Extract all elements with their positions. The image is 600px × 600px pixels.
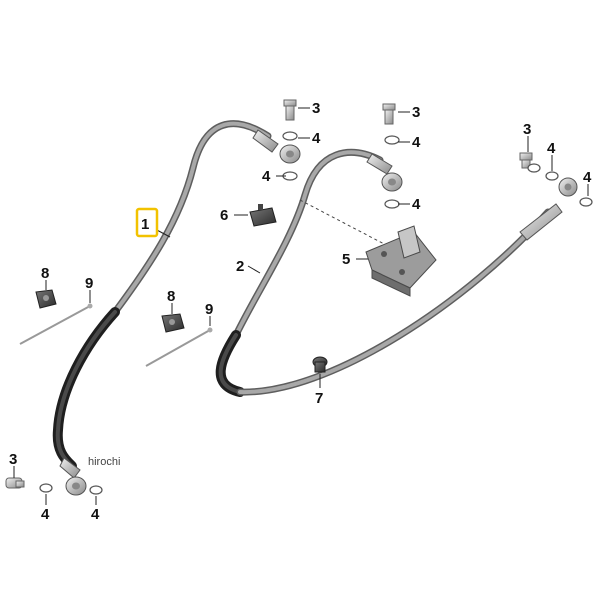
callout-9-mid: 9 [205,301,213,318]
cable-clip-mid [161,313,185,333]
cable-tie-left [19,303,93,345]
assembly-dash-line [299,199,389,247]
banjo-fitting-top-mid [381,172,403,192]
cable-clip-left [35,289,57,309]
hose-clip [249,204,277,227]
banjo-fitting-bottom-left [65,476,87,496]
banjo-fitting-right [558,177,578,197]
banjo-bolt-top-mid [382,103,396,125]
callout-3-top-mid: 3 [412,104,420,121]
callout-4-right-b: 4 [583,169,592,186]
callout-4-top-left-lower: 4 [262,168,271,185]
leader-lines [13,107,589,505]
callout-4-bottom-left-b: 4 [91,506,100,523]
callout-9-left: 9 [85,275,93,292]
brake-hose-2 [215,149,563,397]
callout-3-bottom-left: 3 [9,451,17,468]
callout-4-bottom-left-a: 4 [41,506,50,523]
callout-1: 1 [141,216,149,233]
callout-4-top-mid-upper: 4 [412,134,421,151]
callout-3-top-left: 3 [312,100,320,117]
hose-bracket [365,225,437,297]
sealing-washers [39,131,593,495]
callout-7: 7 [315,390,323,407]
callout-3-right: 3 [523,121,531,138]
banjo-bolt-top-left [283,99,297,121]
callout-4-top-left-upper: 4 [312,130,321,147]
callout-2: 2 [236,258,244,275]
brake-hose-1 [52,120,279,479]
callout-5: 5 [342,251,350,268]
callout-6: 6 [220,207,228,224]
callout-4-right-a: 4 [547,140,556,157]
banjo-fitting-top-left [279,144,301,164]
callout-8-left: 8 [41,265,49,282]
callout-8-mid: 8 [167,288,175,305]
highlight-box [135,207,159,238]
watermark-text: hirochi [88,456,120,468]
callout-4-top-mid-lower: 4 [412,196,421,213]
banjo-bolt-bottom-left [5,477,25,489]
grommet [312,356,328,373]
banjo-bolt-right [519,152,533,169]
cable-tie-mid [145,327,213,367]
